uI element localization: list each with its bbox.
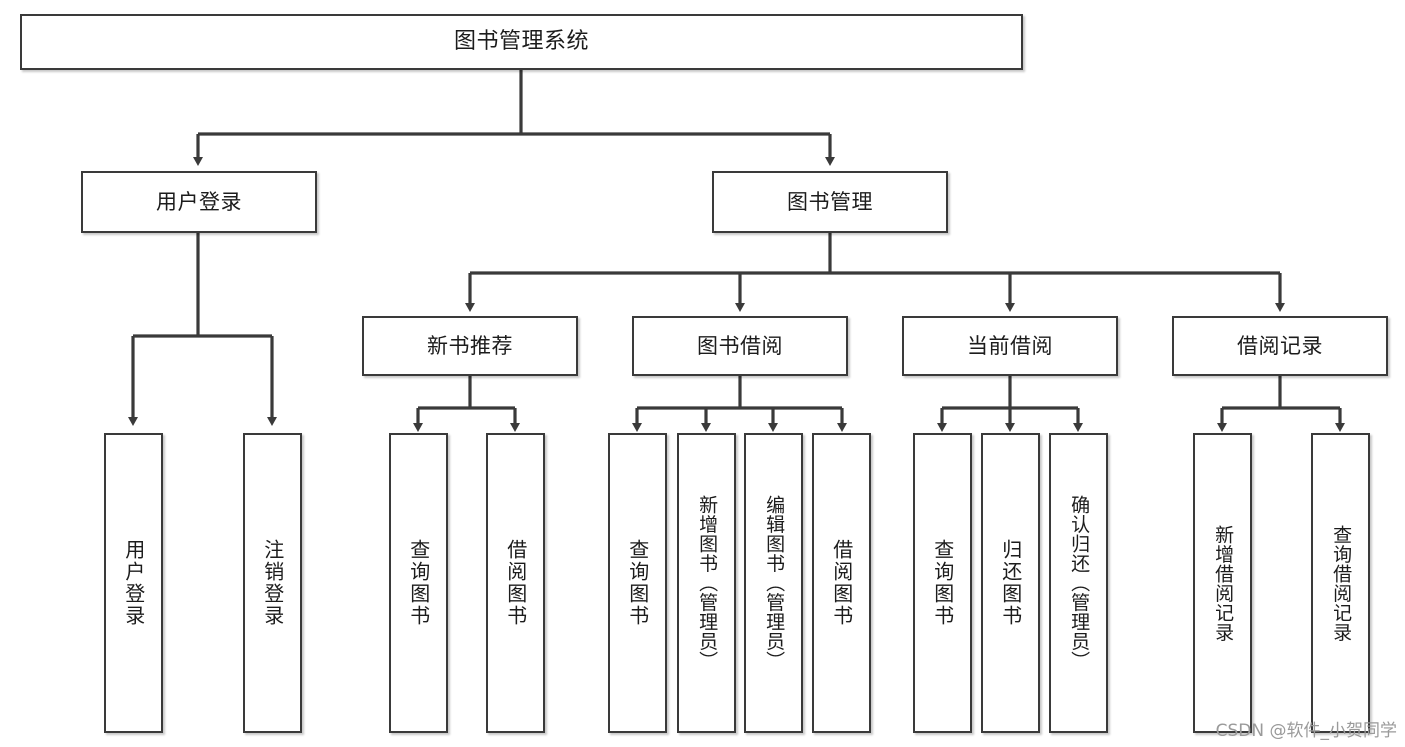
node-label: 新增借阅记录	[1212, 524, 1235, 642]
node-current-borrow[interactable]: 当前借阅	[902, 316, 1118, 376]
node-label: 确认归还（管理员）	[1068, 495, 1091, 671]
node-book-borrow[interactable]: 图书借阅	[632, 316, 848, 376]
node-label: 借阅记录	[1237, 333, 1323, 358]
node-label: 图书管理系统	[453, 29, 589, 55]
node-leaf-return-book[interactable]: 归还图书	[981, 433, 1040, 733]
node-leaf-query-borrow-record[interactable]: 查询借阅记录	[1311, 433, 1370, 733]
node-book-management[interactable]: 图书管理	[712, 171, 948, 233]
node-leaf-add-borrow-record[interactable]: 新增借阅记录	[1193, 433, 1252, 733]
node-leaf-user-login[interactable]: 用户登录	[104, 433, 163, 733]
node-label: 新增图书（管理员）	[696, 495, 719, 671]
node-borrow-record[interactable]: 借阅记录	[1172, 316, 1388, 376]
node-leaf-borrow-book[interactable]: 借阅图书	[812, 433, 871, 733]
node-label: 当前借阅	[967, 333, 1053, 358]
node-leaf-borrow-book-recommend[interactable]: 借阅图书	[486, 433, 545, 733]
node-leaf-logout[interactable]: 注销登录	[243, 433, 302, 733]
node-label: 归还图书	[998, 539, 1023, 627]
node-label: 查询借阅记录	[1330, 524, 1353, 642]
node-leaf-add-book-admin[interactable]: 新增图书（管理员）	[677, 433, 736, 733]
node-leaf-confirm-return-admin[interactable]: 确认归还（管理员）	[1049, 433, 1108, 733]
csdn-watermark: CSDN @软件_小贺同学	[1215, 721, 1397, 741]
node-label: 查询图书	[625, 539, 650, 627]
node-label: 图书管理	[787, 189, 873, 214]
node-leaf-query-book-recommend[interactable]: 查询图书	[389, 433, 448, 733]
node-label: 图书借阅	[697, 333, 783, 358]
node-root-system[interactable]: 图书管理系统	[20, 14, 1023, 70]
node-user-login[interactable]: 用户登录	[81, 171, 317, 233]
node-new-book-recommend[interactable]: 新书推荐	[362, 316, 578, 376]
node-label: 查询图书	[406, 539, 431, 627]
node-label: 用户登录	[156, 189, 242, 214]
node-label: 注销登录	[260, 539, 285, 627]
node-leaf-query-book-borrow[interactable]: 查询图书	[608, 433, 667, 733]
node-label: 借阅图书	[829, 539, 854, 627]
node-label: 借阅图书	[503, 539, 528, 627]
node-leaf-query-book-current[interactable]: 查询图书	[913, 433, 972, 733]
node-label: 用户登录	[121, 539, 146, 627]
node-label: 新书推荐	[427, 333, 513, 358]
node-leaf-edit-book-admin[interactable]: 编辑图书（管理员）	[744, 433, 803, 733]
node-label: 编辑图书（管理员）	[763, 495, 786, 671]
node-label: 查询图书	[930, 539, 955, 627]
